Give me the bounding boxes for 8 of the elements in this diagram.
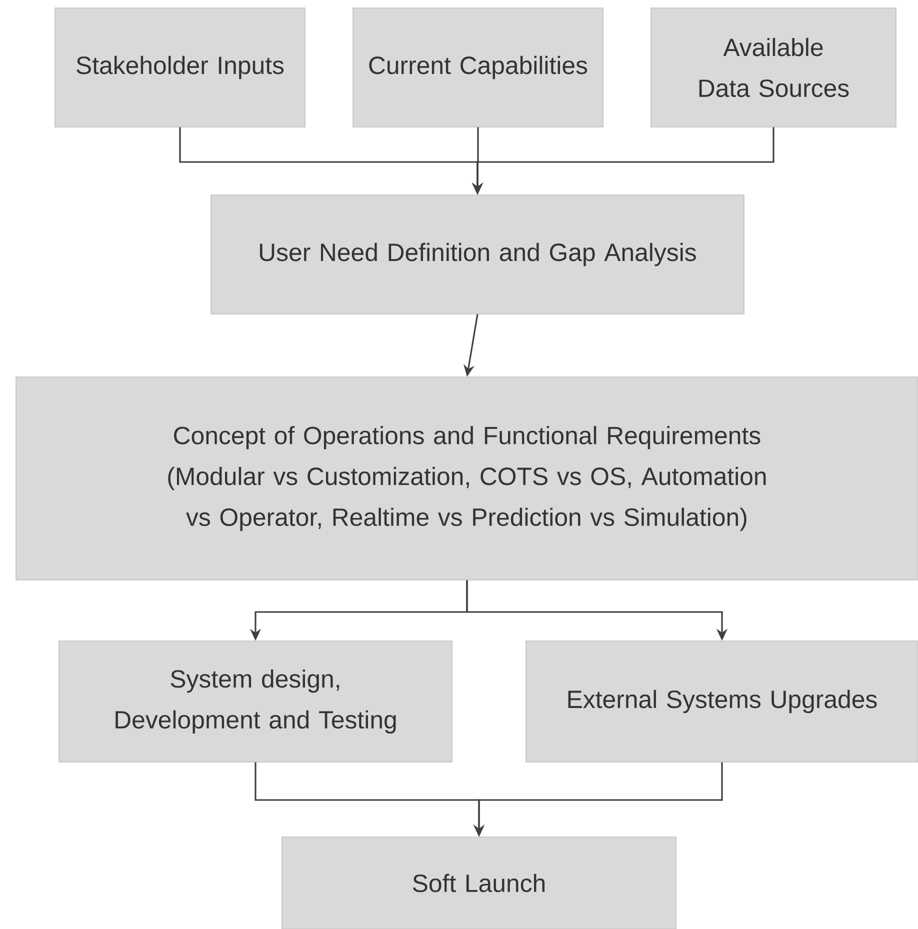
process-box: Concept of Operations and Functional Requirements (Modular vs Customization, COTS vs OS, Automation vs Operator, Realtime vs Prediction vs Simulation) bbox=[16, 376, 918, 580]
process-box: Stakeholder Inputs bbox=[54, 8, 306, 128]
process-box: Soft Launch bbox=[282, 836, 676, 929]
process-box: Available Data Sources bbox=[650, 8, 896, 128]
process-box: Current Capabilities bbox=[352, 8, 604, 128]
process-box: External Systems Upgrades bbox=[526, 640, 918, 762]
process-box: System design, Development and Testing bbox=[58, 640, 452, 762]
process-box: User Need Definition and Gap Analysis bbox=[210, 194, 744, 314]
